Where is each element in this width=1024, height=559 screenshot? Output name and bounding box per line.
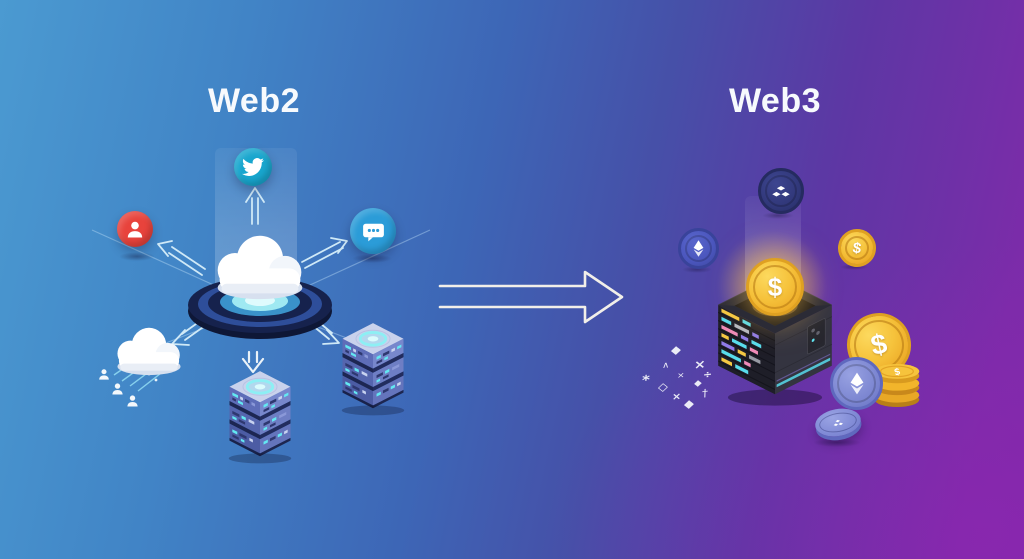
arrow-to-twitter [245, 187, 265, 225]
twitter-icon [234, 148, 272, 186]
arrow-to-server-bottom [241, 350, 265, 374]
gold-coin-stack: $ [874, 363, 920, 408]
token-shadow [762, 212, 794, 219]
blocks-token-coin [758, 168, 804, 214]
server-stack-right [340, 321, 406, 417]
central-cloud-icon [217, 235, 303, 300]
user-icon-shadow [119, 252, 155, 261]
ethereum-icon [850, 372, 863, 395]
dollar-sign: $ [767, 271, 783, 302]
chat-icon [350, 208, 396, 254]
person-icon [127, 221, 143, 238]
transition-arrow [438, 270, 624, 324]
arrow-to-chat [301, 237, 348, 269]
twitter-bird-icon [242, 158, 264, 176]
user-icon [117, 211, 153, 247]
blocks-icon [772, 185, 790, 197]
dollar-sign: $ [851, 239, 863, 257]
scatter-glyph: ∧ [661, 360, 670, 371]
server-stack-bottom [227, 369, 293, 465]
eth-coin-bottom [830, 357, 883, 410]
ethereum-icon [693, 240, 704, 257]
scatter-glyph: ◆ [683, 397, 695, 412]
coin-stack-dollar: $ [893, 366, 902, 378]
arrow-to-user [157, 240, 206, 276]
scatter-glyph: × [671, 390, 682, 403]
scatter-glyph: ◆ [670, 343, 682, 358]
scatter-glyph: * [641, 371, 651, 389]
scatter-glyph: × [676, 371, 685, 381]
token-shadow [840, 264, 868, 270]
chat-icon-shadow [352, 254, 392, 263]
blocks-icon [832, 418, 844, 426]
speech-bubble-icon [362, 223, 384, 241]
token-shadow [682, 266, 712, 273]
scatter-glyph: ◆ [693, 378, 702, 389]
rising-dollar-coin: $ [746, 258, 804, 316]
eth-coin-left [678, 228, 719, 269]
web3-title: Web3 [728, 82, 822, 120]
token-shadow [813, 438, 861, 447]
scatter-glyph: † [701, 386, 709, 400]
user-group-icon [127, 395, 138, 407]
scatter-glyph: ◇ [657, 380, 669, 395]
rain-cloud-icon [117, 327, 181, 376]
web2-title: Web2 [207, 82, 301, 120]
